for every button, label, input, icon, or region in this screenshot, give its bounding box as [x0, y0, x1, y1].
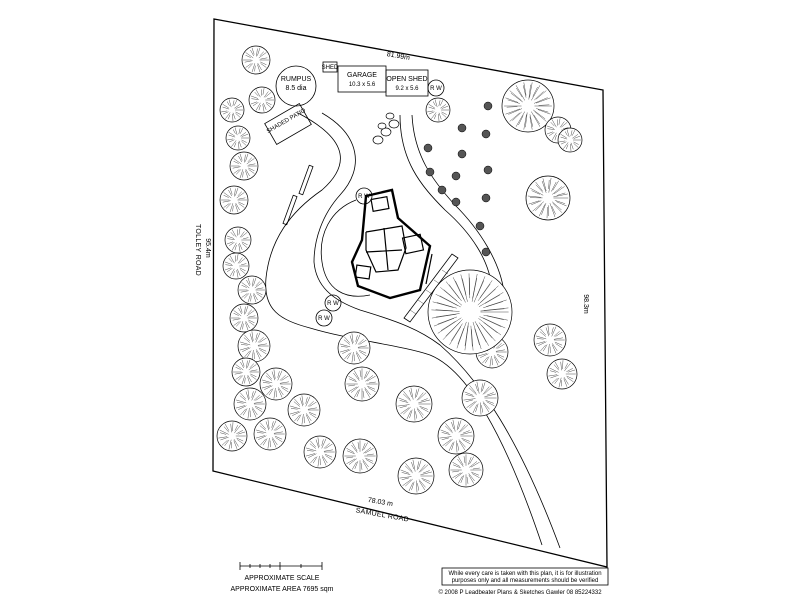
tree — [303, 435, 337, 469]
tree — [342, 438, 378, 474]
shaded-patio: SHADED PATIO — [264, 103, 312, 145]
rainwater-tank: R W — [324, 294, 342, 312]
house-footprint — [350, 188, 433, 300]
copyright-notice: © 2008 P Leadbeater Plans & Sketches Gaw… — [438, 589, 602, 596]
tree — [337, 331, 371, 365]
tree — [216, 420, 248, 452]
tree — [425, 97, 451, 123]
area-label: APPROXIMATE AREA 7695 sqm — [231, 586, 334, 593]
tree — [461, 379, 499, 417]
tree — [259, 367, 293, 401]
tree — [397, 457, 435, 495]
tree — [237, 275, 267, 305]
tree — [557, 127, 583, 153]
garden-bed — [372, 112, 400, 145]
tree — [241, 45, 271, 75]
shed-label: SHED — [322, 65, 339, 71]
west-boundary-length: 95.4m — [204, 238, 211, 258]
garage-title: GARAGE — [347, 72, 377, 79]
svg-text:R W: R W — [318, 316, 330, 322]
rainwater-tanks: R W R W R W R W — [315, 79, 445, 327]
trees — [216, 45, 583, 495]
tree — [231, 357, 261, 387]
tree — [233, 387, 267, 421]
scale-label: APPROXIMATE SCALE — [245, 575, 320, 582]
tree — [248, 86, 276, 114]
patio-label: SHADED PATIO — [266, 108, 307, 135]
open-shed-size: 9.2 x 5.6 — [395, 86, 419, 92]
open-shed-title: OPEN SHED — [386, 76, 427, 83]
rumpus-building: RUMPUS 8.5 dia — [275, 65, 317, 107]
tree — [427, 269, 513, 355]
svg-text:R W: R W — [327, 301, 339, 307]
disclaimer-line-1: While every care is taken with this plan… — [448, 571, 601, 577]
tree — [533, 323, 567, 357]
garage-building: GARAGE 10.3 x 5.6 — [337, 65, 387, 93]
tree — [395, 385, 433, 423]
rainwater-tank: R W — [315, 309, 333, 327]
tree — [344, 366, 380, 402]
tree — [229, 151, 259, 181]
disclaimer-box: While every care is taken with this plan… — [441, 567, 609, 586]
rumpus-title: RUMPUS — [281, 76, 312, 83]
tree — [501, 79, 555, 133]
tree — [225, 125, 251, 151]
open-shed-building: OPEN SHED 9.2 x 5.6 — [385, 69, 429, 97]
tree — [287, 393, 321, 427]
tree — [219, 97, 245, 123]
shed-building: SHED — [322, 61, 339, 73]
svg-text:R W: R W — [430, 86, 442, 92]
house-driveway-loop — [320, 199, 371, 297]
north-boundary-length: 81.99m — [386, 51, 410, 62]
svg-text:R W: R W — [358, 194, 370, 200]
tree — [219, 185, 249, 215]
rainwater-tank: R W — [427, 79, 445, 97]
tree — [525, 175, 571, 221]
orchard-trees — [423, 101, 493, 257]
rumpus-size: 8.5 dia — [285, 85, 306, 92]
tree — [224, 226, 252, 254]
tree — [222, 252, 250, 280]
east-boundary-length: 98.3m — [582, 294, 589, 314]
scale-bar: APPROXIMATE SCALE APPROXIMATE AREA 7695 … — [231, 562, 334, 593]
verandah-strip — [403, 253, 459, 323]
tree — [253, 417, 287, 451]
tree — [448, 452, 484, 488]
disclaimer-line-2: purposes only and all measurements shoul… — [452, 578, 599, 584]
tree — [229, 303, 259, 333]
paving-strips — [282, 164, 314, 226]
property-boundary — [212, 18, 608, 568]
rainwater-tank: R W — [355, 187, 373, 205]
south-boundary-length: 78.03 m — [367, 497, 393, 508]
tree — [237, 329, 271, 363]
tree — [546, 358, 578, 390]
tree — [437, 417, 475, 455]
samuel-road-label: SAMUEL ROAD — [355, 507, 409, 523]
tolley-road-label: TOLLEY ROAD — [194, 224, 201, 276]
garage-size: 10.3 x 5.6 — [349, 82, 376, 88]
